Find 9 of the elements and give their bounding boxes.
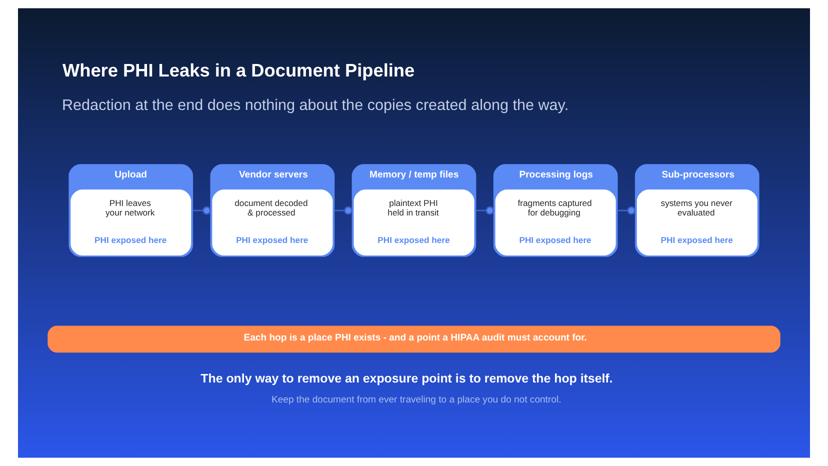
connector — [334, 206, 352, 215]
node-box: Each hop is a place PHI exists - and a point a HIPAA audit must account for. — [48, 326, 780, 353]
connector — [476, 206, 494, 215]
connector — [618, 206, 636, 215]
label: Redaction at the end does nothing about the copies created along the way. — [62, 96, 569, 114]
label: Keep the document from ever traveling to a place you do not control. — [271, 394, 562, 406]
label: The only way to remove an exposure point is to remove the hop itself. — [200, 372, 613, 386]
diagram-title: Where PHI Leaks in a Document Pipeline — [62, 60, 415, 80]
connector — [193, 206, 211, 215]
